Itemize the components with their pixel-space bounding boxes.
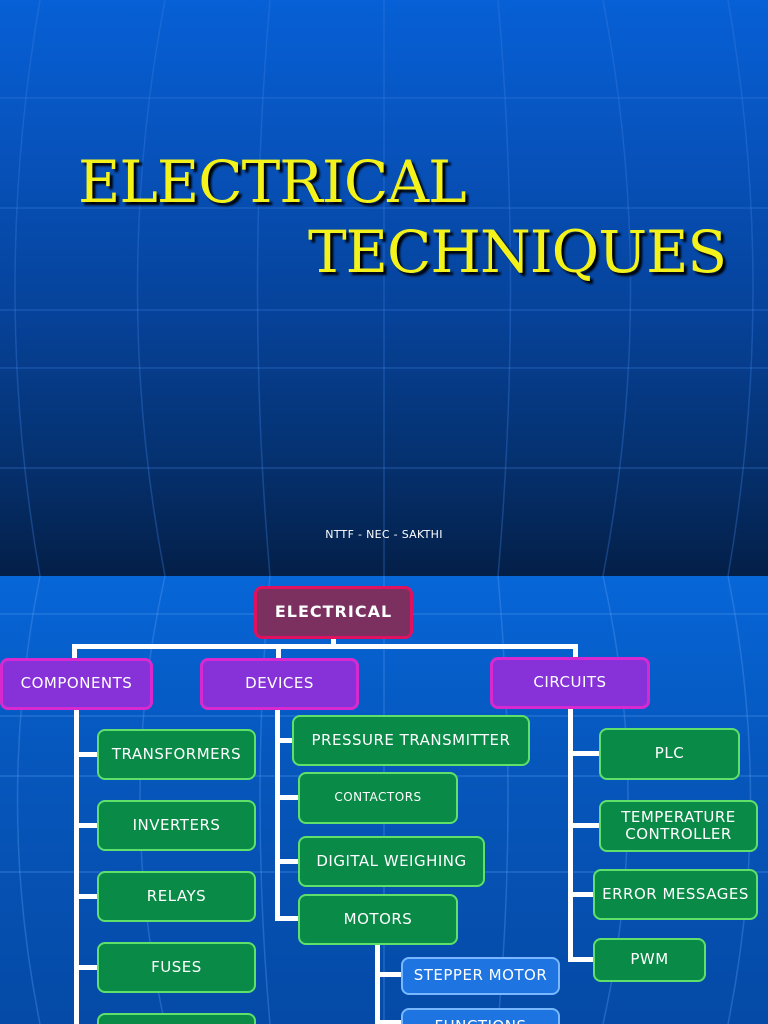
item-temperature-controller: TEMPERATURE CONTROLLER [599,800,758,852]
devices-branch [275,709,280,921]
title-slide: ELECTRICAL TECHNIQUES NTTF - NEC - SAKTH… [0,0,768,576]
item-stepper-motor: STEPPER MOTOR [401,957,560,995]
item-partial [97,1013,256,1024]
item-motors: MOTORS [298,894,458,945]
item-fuses: FUSES [97,942,256,993]
subtitle: NTTF - NEC - SAKTHI [325,528,443,541]
branch-tick [74,965,98,970]
item-contactors: CONTACTORS [298,772,458,824]
branch-tick [74,894,98,899]
circuits-branch [568,709,573,962]
title-line-1: ELECTRICAL [78,148,467,216]
connector-components [72,644,77,659]
branch-tick [375,972,402,977]
connector-root [331,638,336,648]
item-transformers: TRANSFORMERS [97,729,256,780]
branch-tick [275,916,299,921]
connector-circuits [573,644,578,659]
branch-tick [74,823,98,828]
connector-devices [276,644,281,659]
branch-tick [375,1020,402,1024]
branch-tick [275,738,293,743]
branch-tick [74,752,98,757]
item-error-messages: ERROR MESSAGES [593,869,758,920]
category-devices: DEVICES [200,658,359,710]
connector-horizontal [72,644,578,649]
item-pressure-transmitter: PRESSURE TRANSMITTER [292,715,530,766]
globe-grid-background [0,0,768,576]
category-components: COMPONENTS [0,658,153,710]
title-line-2: TECHNIQUES [308,218,727,286]
components-branch [74,709,79,1024]
category-circuits: CIRCUITS [490,657,650,709]
item-digital-weighing: DIGITAL WEIGHING [298,836,485,887]
item-pwm: PWM [593,938,706,982]
hierarchy-slide: ELECTRICAL COMPONENTS DEVICES CIRCUITS T… [0,576,768,1024]
branch-tick [568,751,600,756]
branch-tick [568,892,594,897]
branch-tick [568,823,600,828]
item-plc: PLC [599,728,740,780]
motors-branch [375,944,380,1024]
item-inverters: INVERTERS [97,800,256,851]
item-functions: FUNCTIONS [401,1008,560,1024]
item-relays: RELAYS [97,871,256,922]
root-node: ELECTRICAL [254,586,413,639]
branch-tick [568,957,594,962]
branch-tick [275,795,299,800]
branch-tick [275,859,299,864]
